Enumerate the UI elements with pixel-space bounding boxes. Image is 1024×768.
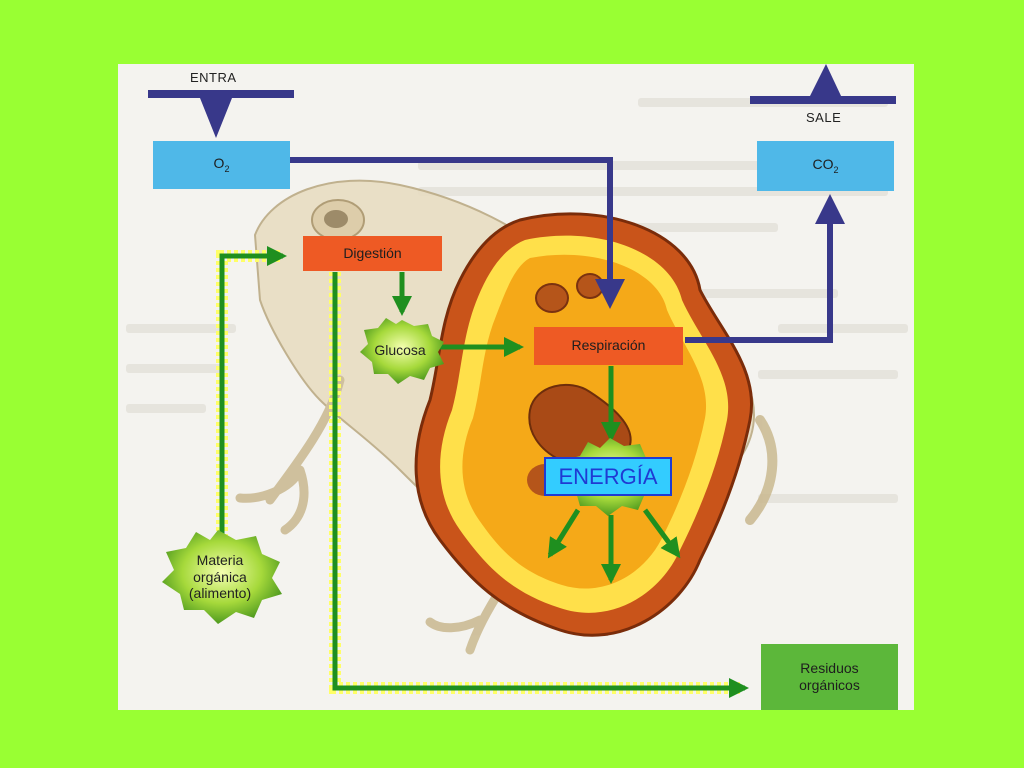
cell-illustration <box>414 212 753 637</box>
sale-label: SALE <box>806 110 842 125</box>
materia-to-digestion-arrow <box>219 246 287 545</box>
exit-marker <box>750 64 896 104</box>
respiracion-label: Respiración <box>571 337 646 354</box>
o2-label: O2 <box>213 154 230 174</box>
respiracion-to-co2-arrow <box>685 194 845 343</box>
digestion-to-residuos-arrow <box>332 272 749 698</box>
o2-box: O2 <box>153 141 290 189</box>
o2-to-respiracion-arrow <box>290 157 625 309</box>
triangle-up-icon <box>809 64 842 98</box>
co2-label: CO2 <box>812 155 839 175</box>
residuos-box: Residuos orgánicos <box>761 644 898 710</box>
respiracion-box: Respiración <box>534 327 683 365</box>
materia-organica-label: Materia orgánica (alimento) <box>188 551 252 602</box>
energia-out-arrow-left <box>547 508 581 559</box>
glucosa-label: Glucosa <box>374 341 426 358</box>
digestion-box: Digestión <box>303 236 442 271</box>
energia-label: ENERGÍA <box>544 457 672 496</box>
matter-flow <box>216 246 749 698</box>
starburst-icon <box>360 318 444 384</box>
digestion-label: Digestión <box>343 244 402 261</box>
residuos-label: Residuos orgánicos <box>799 659 860 694</box>
triangle-down-icon <box>200 98 232 138</box>
entra-label: ENTRA <box>190 70 237 85</box>
energia-out-arrow-right <box>642 508 681 559</box>
entry-marker <box>148 90 294 138</box>
co2-box: CO2 <box>757 141 894 191</box>
starburst-icon <box>162 530 282 624</box>
